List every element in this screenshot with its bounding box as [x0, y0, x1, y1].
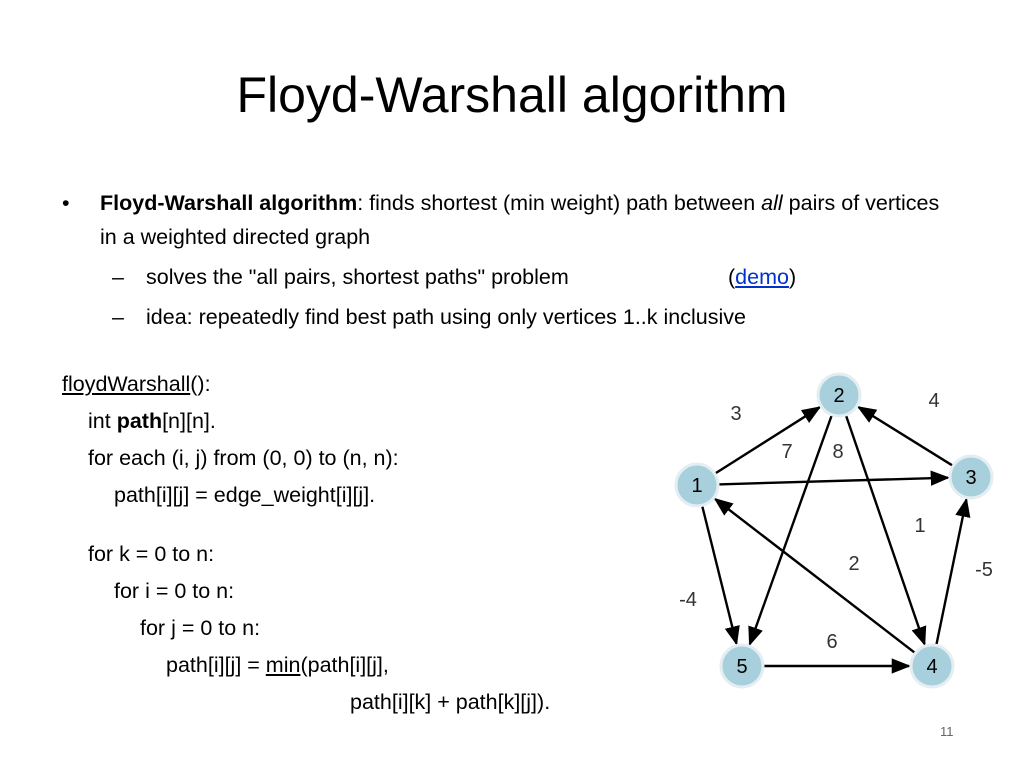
edge-weight-label: 7 [781, 441, 792, 463]
graph-node-4: 4 [909, 643, 955, 689]
graph-node-2: 2 [816, 372, 862, 418]
node-label: 2 [833, 385, 844, 407]
edge-weight-label: 8 [832, 441, 843, 463]
code-text: (path[i][j], [300, 653, 389, 677]
edge-weight-label: 4 [928, 390, 939, 412]
bullet-main: • Floyd-Warshall algorithm: finds shorte… [60, 186, 960, 254]
code-bold-path: path [116, 409, 163, 433]
code-line-5: for k = 0 to n: [88, 542, 215, 566]
edge-weight-label: 2 [848, 553, 859, 575]
demo-link[interactable]: demo [735, 265, 789, 289]
function-signature: (): [190, 372, 211, 396]
edge-weight-label: 1 [914, 515, 925, 537]
bullet-list: • Floyd-Warshall algorithm: finds shorte… [60, 186, 960, 334]
edge-weight-label: 3 [730, 403, 741, 425]
sub-bullet-1: – solves the "all pairs, shortest paths"… [60, 260, 960, 294]
graph-node-1: 1 [674, 462, 720, 508]
paren-open: ( [728, 265, 736, 289]
page-number: 11 [940, 724, 954, 739]
graph-node-5: 5 [719, 643, 765, 689]
edge-weight-label: -4 [679, 589, 697, 611]
function-name: floydWarshall [62, 372, 191, 396]
node-circle [948, 454, 994, 500]
node-circle [674, 462, 720, 508]
edge-4-1 [713, 497, 917, 655]
edge-weight-label: -5 [975, 559, 993, 581]
bullet-main-text-b: pairs of vertices in a weighted directed… [100, 191, 940, 249]
node-circle [719, 643, 765, 689]
edge-2-4 [844, 414, 927, 647]
edge-4-3 [935, 497, 971, 646]
node-label: 5 [736, 656, 747, 678]
code-text: int [88, 409, 117, 433]
edge-weight-label: 6 [826, 631, 837, 653]
node-circle [909, 643, 955, 689]
node-label: 3 [965, 467, 976, 489]
code-text: [n][n]. [162, 409, 216, 433]
edge-3-2 [856, 406, 954, 467]
node-label: 1 [691, 475, 702, 497]
sub-bullet-1-text: solves the "all pairs, shortest paths" p… [146, 265, 569, 289]
code-line-7: for j = 0 to n: [140, 616, 261, 640]
code-min: min [265, 653, 301, 677]
dash-icon: – [112, 265, 124, 289]
bullet-dot-icon: • [62, 191, 70, 215]
code-line-1: floydWarshall(): [62, 366, 550, 403]
edge-1-2 [714, 406, 822, 475]
sub-bullet-2: – idea: repeatedly find best path using … [60, 300, 960, 334]
pseudocode-block: floydWarshall(): int path[n][n]. for eac… [62, 366, 550, 721]
weighted-graph: 3 4 7 8 1 2 -5 -4 6 1 2 3 4 5 [674, 372, 994, 689]
edge-1-5 [700, 505, 740, 646]
graph-node-3: 3 [948, 454, 994, 500]
bullet-main-italic: all [761, 191, 783, 215]
code-line-9: path[i][k] + path[k][j]). [350, 690, 551, 714]
code-line-6: for i = 0 to n: [114, 579, 235, 603]
edge-1-3 [717, 470, 950, 486]
code-line-8: path[i][j] = min(path[i][j], [62, 647, 550, 684]
node-label: 4 [926, 656, 937, 678]
edge-2-5 [748, 414, 834, 647]
bullet-main-text-a: : finds shortest (min weight) path betwe… [357, 191, 762, 215]
code-line-2: int path[n][n]. [62, 403, 550, 440]
dash-icon: – [112, 305, 124, 329]
bullet-main-bold: Floyd-Warshall algorithm [100, 191, 358, 215]
sub-bullet-2-text: idea: repeatedly find best path using on… [146, 305, 746, 329]
code-text: path[i][j] = [166, 653, 266, 677]
code-line-3: for each (i, j) from (0, 0) to (n, n): [88, 446, 399, 470]
code-gap [62, 514, 550, 536]
node-circle [816, 372, 862, 418]
paren-close: ) [788, 265, 797, 289]
demo-link-wrap: (demo) [728, 260, 796, 294]
code-line-4: path[i][j] = edge_weight[i][j]. [114, 483, 376, 507]
slide-title: Floyd-Warshall algorithm [236, 67, 788, 123]
